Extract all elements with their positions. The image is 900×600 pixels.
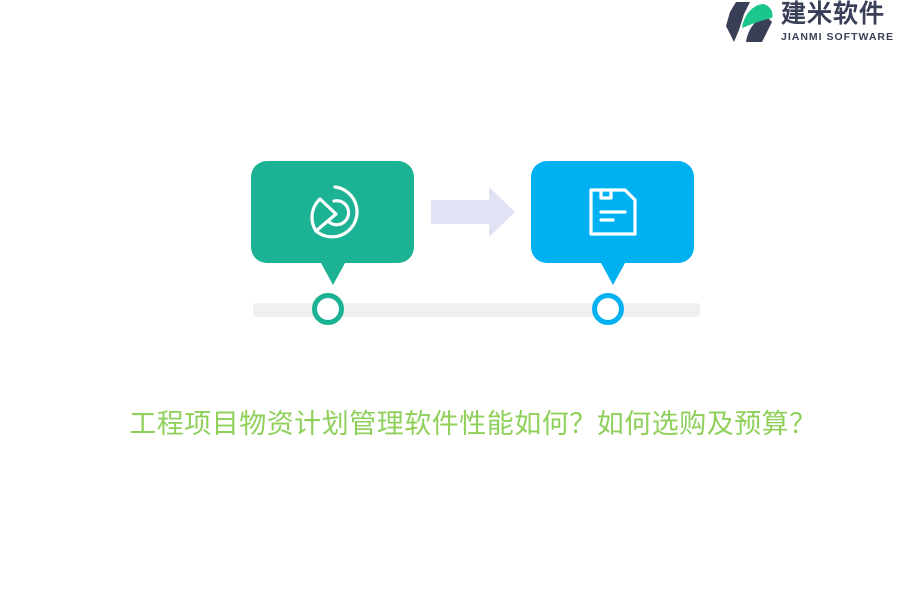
step-1-bubble [251,161,414,285]
arrow-right-icon [431,187,515,237]
bubble-tail [601,263,625,285]
timeline-node-1 [312,293,344,325]
bubble-tail [321,263,345,285]
headline: 工程项目物资计划管理软件性能如何？如何选购及预算？ [129,409,817,440]
pie-chart-icon [309,185,359,239]
brand-name-en: JIANMI SOFTWARE [781,31,895,43]
step-2-bubble [531,161,694,285]
brand-logo: 建米软件 JIANMI SOFTWARE [724,0,900,46]
timeline-node-2 [592,293,624,325]
brand-name-cn: 建米软件 [781,0,886,28]
floppy-save-icon [588,188,637,236]
jianmi-logo-icon [726,2,773,42]
timeline-track [253,303,700,317]
